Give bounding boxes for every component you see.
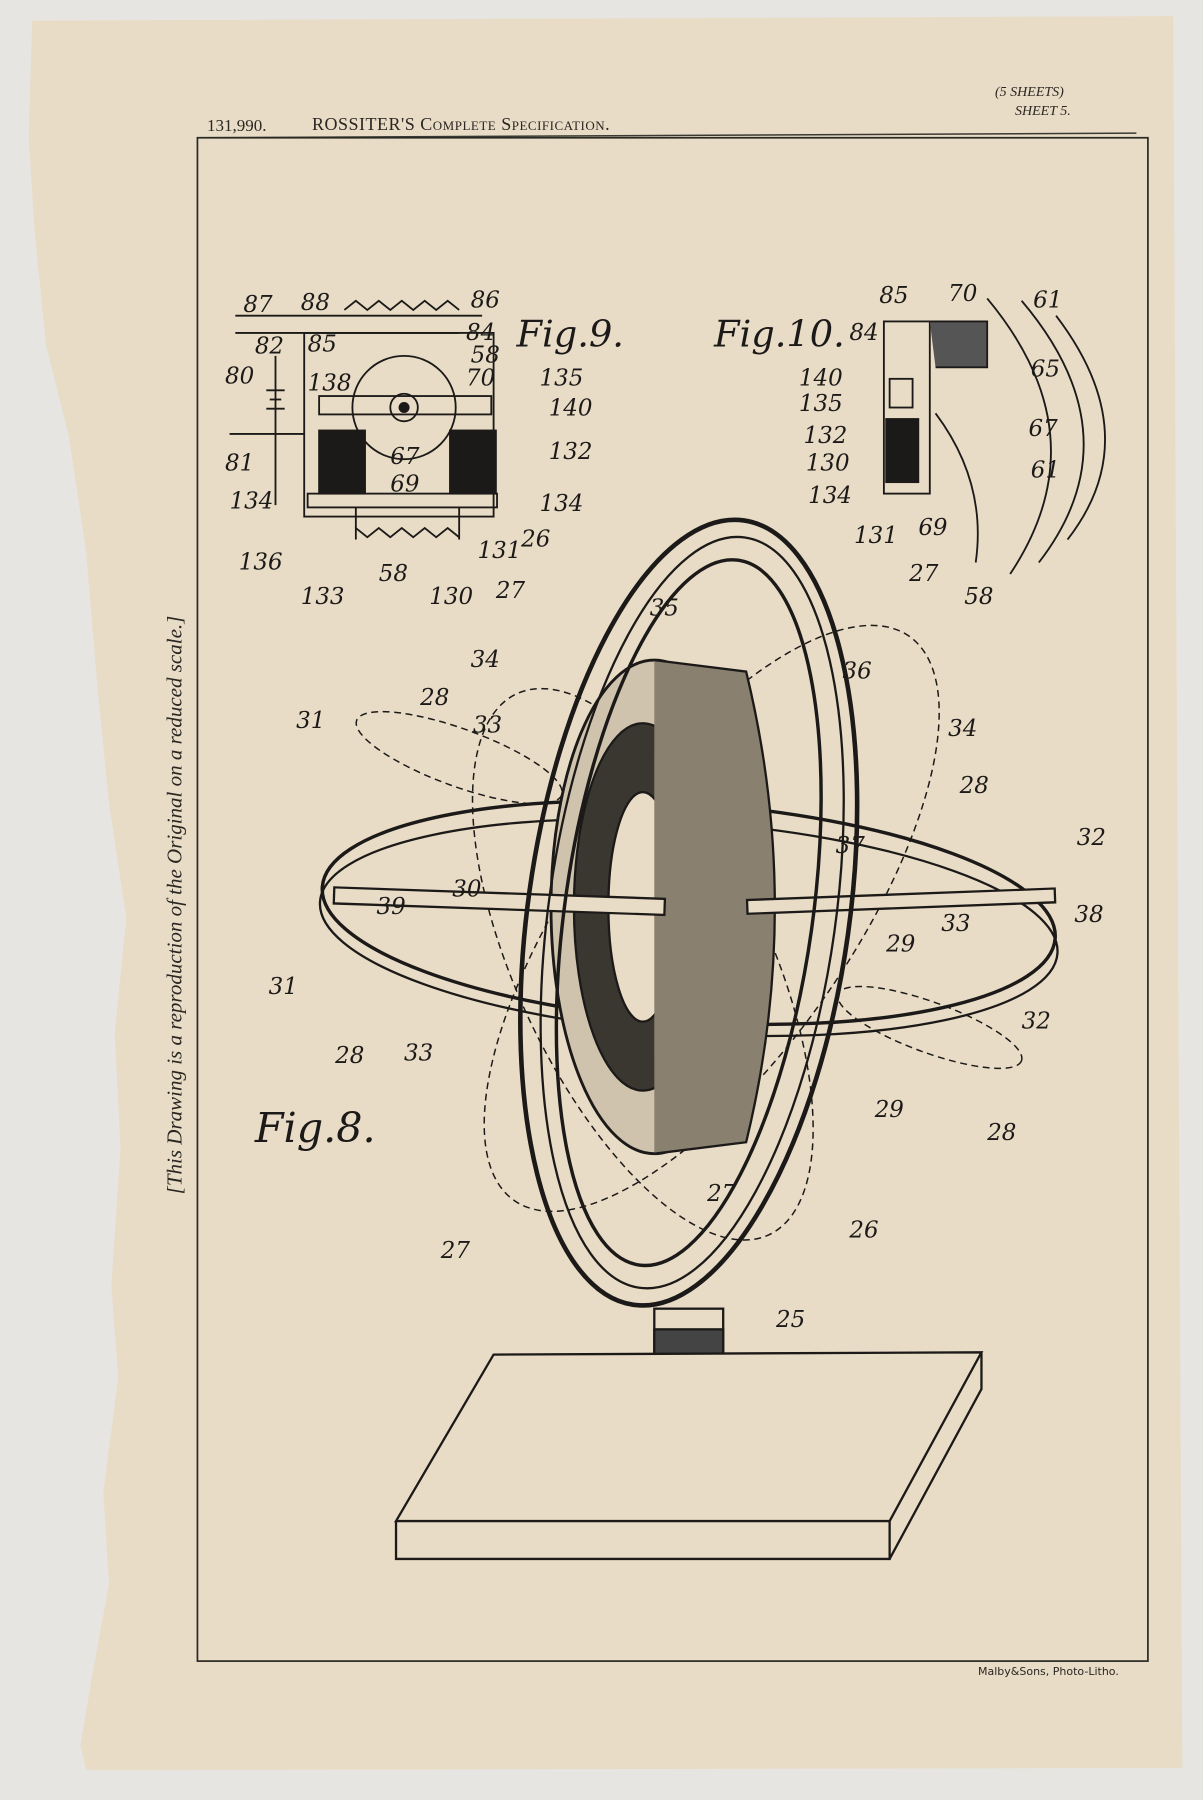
fig8-callout: 33 — [473, 712, 502, 738]
fig9-callout: 80 — [225, 363, 254, 389]
fig10-callout: 61 — [1031, 458, 1060, 484]
fig9-callout: 81 — [225, 451, 254, 477]
fig10-callout: 135 — [799, 391, 843, 417]
fig8-callout: 29 — [874, 1097, 904, 1123]
fig8-callout: 32 — [1077, 825, 1106, 851]
fig9-callout: 135 — [540, 366, 584, 392]
fig9-callout: 130 — [429, 584, 473, 610]
fig8-callout: 37 — [836, 833, 866, 859]
fig8-callout: 39 — [377, 894, 406, 920]
sheet-count: (5 SHEETS) — [995, 85, 1064, 100]
fig8-title: Fig.8. — [254, 1104, 376, 1152]
fig8-callout: 26 — [520, 526, 550, 552]
fig10-callout: 67 — [1029, 416, 1059, 442]
fig9-callout: 85 — [308, 331, 337, 357]
patent-number: 131,990. — [207, 116, 267, 135]
fig9-callout: 138 — [308, 370, 352, 396]
fig8-callout: 30 — [452, 877, 481, 903]
specification-title: ROSSITER'S Complete Specification. — [312, 114, 611, 134]
fig8-callout: 27 — [908, 561, 939, 587]
fig9-callout: 131 — [478, 538, 522, 564]
fig10-callout: 84 — [849, 320, 878, 346]
fig8-callout: 28 — [959, 773, 989, 799]
fig9-callout: 84 — [466, 320, 495, 346]
fig8-callout: 33 — [941, 911, 970, 937]
fig9-callout: 67 — [390, 444, 420, 470]
fig10-callout: 85 — [879, 283, 908, 309]
fig9-callout: 58 — [471, 343, 500, 369]
fig9-callout: 140 — [549, 396, 593, 422]
fig8-callout: 36 — [843, 658, 872, 684]
fig9-callout: 88 — [301, 290, 330, 316]
printer-credit: Malby&Sons, Photo-Litho. — [978, 1665, 1119, 1678]
fig8-callout: 28 — [986, 1120, 1016, 1146]
fig8-callout: 34 — [471, 647, 500, 673]
fig9-callout: 132 — [549, 439, 593, 465]
fig9-drawing — [229, 299, 498, 540]
fig8-callout: 28 — [334, 1043, 364, 1069]
fig9-title: Fig.9. — [516, 313, 624, 356]
fig10-title: Fig.10. — [713, 313, 845, 356]
fig8-callout: 25 — [775, 1307, 805, 1333]
fig9-callout: 134 — [230, 489, 274, 515]
fig9-callout: 82 — [255, 334, 284, 360]
fig10-callout: 130 — [806, 451, 850, 477]
fig10-callout: 132 — [804, 423, 848, 449]
fig9-callout: 86 — [471, 288, 500, 314]
fig10-drawing — [882, 297, 1106, 575]
fig8-callout: 27 — [706, 1181, 737, 1207]
fig8-callout: 34 — [948, 716, 977, 742]
fig9-callout: 133 — [301, 584, 345, 610]
fig9-callout: 58 — [379, 561, 408, 587]
fig8-gyroscope — [318, 517, 1059, 1561]
fig8-callout: 35 — [650, 595, 679, 621]
fig8-callout: 33 — [404, 1041, 433, 1067]
fig8-callout: 26 — [848, 1217, 878, 1243]
fig9-callout: 87 — [243, 292, 273, 318]
fig8-callout: 27 — [440, 1238, 471, 1264]
fig10-callout: 134 — [808, 483, 852, 509]
fig8-callout: 38 — [1074, 902, 1103, 928]
fig9-callout: 136 — [239, 549, 283, 575]
sheet-number: SHEET 5. — [1015, 104, 1071, 119]
fig10-callout: 131 — [854, 523, 898, 549]
fig9-callout: 69 — [390, 471, 419, 497]
fig8-callout: 28 — [419, 685, 449, 711]
fig10-callout: 65 — [1031, 357, 1060, 383]
fig8-callout: 31 — [269, 974, 298, 1000]
fig9-callout: 70 — [466, 366, 495, 392]
fig8-callout: 29 — [885, 932, 915, 958]
fig9-callout: 134 — [540, 491, 584, 517]
drawing-border — [196, 136, 1149, 1662]
fig10-callout: 140 — [799, 366, 843, 392]
reproduction-note: [This Drawing is a reproduction of the O… — [162, 615, 187, 1195]
fig8-callout: 32 — [1022, 1009, 1051, 1035]
fig10-callout: 70 — [948, 281, 977, 307]
fig10-callout: 61 — [1033, 288, 1062, 314]
fig8-callout: 31 — [296, 708, 325, 734]
fig8-callout: 27 — [495, 578, 526, 604]
fig10-callout: 69 — [918, 515, 947, 541]
fig10-callout: 58 — [964, 584, 993, 610]
